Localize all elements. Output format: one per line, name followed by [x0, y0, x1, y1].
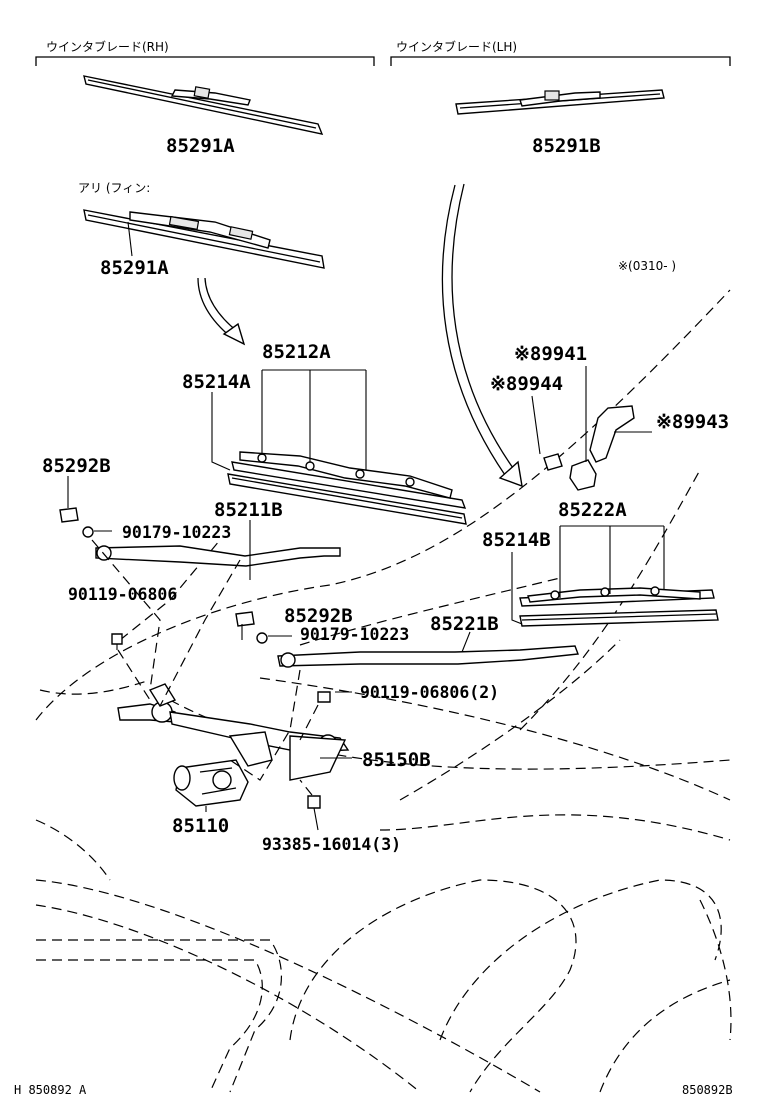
label-85214A: 85214A: [182, 371, 251, 393]
footer-left: H 850892 A: [14, 1083, 87, 1097]
piece-89941: [569, 459, 597, 491]
label-89941: ※89941: [514, 343, 587, 365]
header-variant-label: アリ (フィン:: [78, 181, 150, 195]
nut-90179-2: [256, 632, 268, 644]
wiper-blade-rh-top: [83, 75, 324, 135]
wiper-blade-lh-top: [455, 89, 665, 115]
label-85291A-top: 85291A: [166, 135, 235, 157]
leader-lines: [67, 221, 665, 831]
header-rh-label: ウインタブレード(RH): [46, 39, 169, 54]
header-bracket-rh: [35, 56, 375, 66]
footer-right: 850892B: [682, 1083, 733, 1097]
arrow-right: [441, 183, 523, 488]
piece-89944: [543, 453, 563, 471]
label-85291A-variant: 85291A: [100, 257, 169, 279]
header-lh-label: ウインタブレード(LH): [396, 39, 517, 54]
cap-85292B-2: [235, 611, 255, 627]
wiper-motor-85110: [173, 759, 249, 807]
piece-89943: [589, 405, 635, 463]
label-85214B: 85214B: [482, 529, 551, 551]
blade-assembly-85222A: [519, 586, 719, 627]
bolt-90119-2: [317, 691, 331, 703]
label-93385: 93385-16014(3): [262, 835, 401, 854]
wiper-linkage-85150B: [117, 683, 350, 781]
label-89943: ※89943: [656, 411, 729, 433]
header-bracket-lh: [390, 56, 731, 66]
label-85150B: 85150B: [362, 749, 431, 771]
bolt-90119-1: [111, 633, 123, 650]
label-85221B: 85221B: [430, 613, 499, 635]
label-85211B: 85211B: [214, 499, 283, 521]
assembly-dash-lines: [91, 539, 319, 796]
label-90119-1: 90119-06806: [68, 585, 177, 604]
label-85222A: 85222A: [558, 499, 627, 521]
wiper-blade-rh-variant: [83, 209, 325, 269]
label-85212A: 85212A: [262, 341, 331, 363]
label-85292B-2: 85292B: [284, 605, 353, 627]
label-90179-1: 90179-10223: [122, 523, 231, 542]
label-89944: ※89944: [490, 373, 563, 395]
date-range-label: ※(0310- ): [618, 259, 676, 273]
nut-90179-1: [82, 526, 94, 538]
wiper-arm-85221B: [277, 645, 579, 668]
label-90179-2: 90179-10223: [300, 625, 409, 644]
label-85110: 85110: [172, 815, 229, 837]
wiper-arm-85211B: [95, 545, 341, 567]
label-85291B: 85291B: [532, 135, 601, 157]
cap-85292B-1: [59, 507, 79, 523]
label-90119-2: 90119-06806(2): [360, 683, 499, 702]
label-85292B-1: 85292B: [42, 455, 111, 477]
arrow-left: [197, 277, 246, 346]
bolt-93385: [307, 795, 321, 809]
vehicle-outline: [35, 289, 732, 1093]
blade-assembly-85212A: [227, 451, 467, 525]
